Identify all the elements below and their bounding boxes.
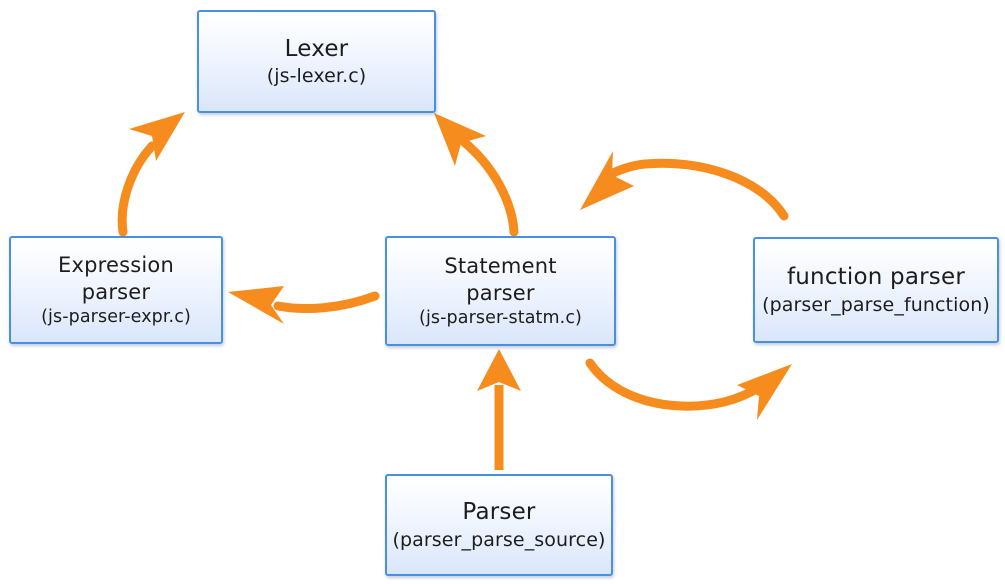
node-function-parser-title: function parser bbox=[786, 264, 965, 291]
node-lexer[interactable]: Lexer (js-lexer.c) bbox=[197, 10, 436, 113]
arrow-expression-to-lexer bbox=[117, 112, 185, 237]
node-expression-parser-title: Expression parser bbox=[58, 252, 174, 304]
node-statement-parser[interactable]: Statement parser (js-parser-statm.c) bbox=[385, 236, 616, 346]
node-function-parser[interactable]: function parser (parser_parse_function) bbox=[753, 237, 999, 343]
arrow-parser-to-statement bbox=[477, 349, 521, 470]
node-statement-parser-subtitle: (js-parser-statm.c) bbox=[419, 307, 582, 328]
node-expression-parser-subtitle: (js-parser-expr.c) bbox=[41, 306, 191, 327]
node-function-parser-subtitle: (parser_parse_function) bbox=[762, 293, 990, 316]
arrow-statement-to-function bbox=[585, 358, 792, 420]
node-expression-parser[interactable]: Expression parser (js-parser-expr.c) bbox=[9, 236, 223, 344]
arrow-statement-to-lexer bbox=[434, 113, 519, 237]
node-parser[interactable]: Parser (parser_parse_source) bbox=[385, 474, 613, 576]
node-parser-subtitle: (parser_parse_source) bbox=[392, 528, 606, 551]
arrow-statement-to-expression bbox=[228, 286, 380, 324]
node-lexer-title: Lexer bbox=[284, 35, 349, 62]
node-statement-parser-title: Statement parser bbox=[444, 253, 557, 305]
node-parser-title: Parser bbox=[462, 499, 536, 526]
arrow-function-to-statement bbox=[580, 151, 789, 221]
node-lexer-subtitle: (js-lexer.c) bbox=[266, 65, 367, 88]
